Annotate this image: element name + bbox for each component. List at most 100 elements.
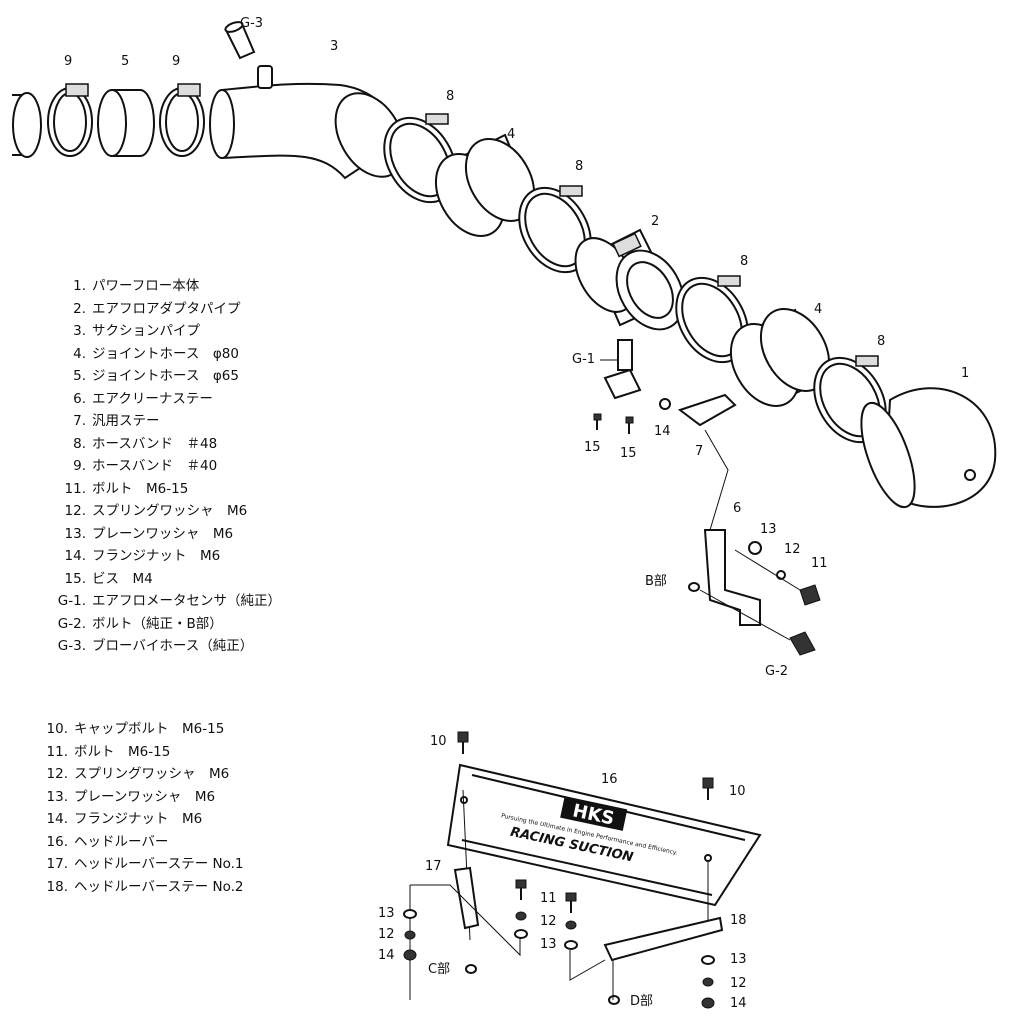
part-name: フランジナット M6 bbox=[92, 548, 221, 564]
part-name: ジョイントホース φ65 bbox=[92, 368, 239, 384]
parts-list-item: 11.ボルト M6-15 bbox=[48, 478, 281, 501]
part-name: キャップボルト M6-15 bbox=[74, 721, 225, 737]
parts-list-item: 3. サクションパイプ bbox=[48, 320, 281, 343]
part-name: スプリングワッシャ M6 bbox=[74, 766, 230, 782]
callout: 8 bbox=[575, 159, 583, 174]
part-name: ホースバンド ＃48 bbox=[92, 435, 218, 452]
part-name: プレーンワッシャ M6 bbox=[74, 788, 216, 805]
part-name: ヘッドルーバー bbox=[74, 833, 169, 850]
joint-hose-4-b bbox=[729, 308, 831, 407]
cap-bolts-10 bbox=[457, 731, 714, 941]
part-number: 8. bbox=[73, 435, 86, 452]
airflow-sensor-g1 bbox=[600, 339, 642, 400]
pipe-end-left bbox=[12, 92, 42, 158]
part-number: 2. bbox=[73, 300, 86, 317]
callout: 13 bbox=[540, 937, 557, 952]
joint-hose-5 bbox=[97, 89, 155, 157]
parts-list-item: G-2.ボルト（純正・B部） bbox=[48, 613, 281, 636]
parts-list-item: 13. プレーンワッシャ M6 bbox=[48, 523, 281, 546]
part-number: 4. bbox=[73, 345, 86, 362]
part-number: 17. bbox=[46, 856, 68, 872]
parts-list-item: 18. ヘッドルーバーステー No.2 bbox=[30, 876, 244, 899]
hose-band-8-b bbox=[518, 185, 592, 274]
callouts-upper: 9 5 9 G-3 3 8 4 8 2 8 4 8 1 G-1 15 15 14… bbox=[64, 16, 969, 679]
parts-list-item: 12.スプリングワッシャ M6 bbox=[48, 500, 281, 523]
part-number: 10. bbox=[46, 721, 68, 737]
callout: 4 bbox=[814, 302, 822, 317]
part-name: エアフロアダプタパイプ bbox=[92, 300, 241, 317]
callout: 17 bbox=[425, 859, 442, 874]
callout: 12 bbox=[378, 927, 395, 942]
parts-list-item: 2. エアフロアダプタパイプ bbox=[48, 298, 281, 321]
callout: 13 bbox=[378, 906, 395, 921]
part-name: ブローバイホース（純正） bbox=[92, 638, 254, 654]
part-name: サクションパイプ bbox=[92, 323, 200, 339]
blowby-hose-g3 bbox=[224, 21, 256, 60]
part-name: エアフロメータセンサ（純正） bbox=[92, 593, 281, 609]
parts-list-item: 13. プレーンワッシャ M6 bbox=[30, 786, 243, 809]
part-name: ビス M4 bbox=[92, 570, 153, 587]
part-number: G-2. bbox=[57, 615, 86, 632]
callout: 14 bbox=[654, 424, 671, 439]
part-number: 12. bbox=[64, 503, 86, 519]
part-number: 11. bbox=[46, 743, 68, 760]
parts-list-item: 7.汎用ステー bbox=[48, 410, 281, 433]
part-name: エアクリーナステー bbox=[92, 390, 213, 407]
callout: 8 bbox=[740, 254, 748, 269]
part-number: 18. bbox=[46, 878, 68, 895]
part-number: 3. bbox=[73, 323, 86, 339]
callout: 15 bbox=[620, 446, 637, 461]
part-number: 13. bbox=[46, 788, 68, 805]
part-name: ヘッドルーバーステー No.1 bbox=[74, 856, 244, 872]
callout: C部 bbox=[428, 962, 450, 977]
callout: 2 bbox=[651, 214, 659, 229]
callout: 13 bbox=[760, 522, 777, 537]
louver-stay-17 bbox=[409, 866, 521, 1000]
suction-pipe-3 bbox=[209, 65, 406, 180]
callout: 8 bbox=[446, 89, 454, 104]
part-name: ヘッドルーバーステー No.2 bbox=[74, 878, 244, 895]
power-flow-filter-1 bbox=[860, 387, 997, 509]
callout: 1 bbox=[961, 366, 969, 381]
callout: 14 bbox=[730, 996, 747, 1011]
parts-list-item: 1.パワーフロー本体 bbox=[48, 275, 281, 298]
airflow-adapter-pipe-2 bbox=[574, 228, 685, 331]
louver-stay-18 bbox=[569, 916, 724, 1000]
part-number: G-3. bbox=[57, 638, 86, 654]
washers-and-nuts bbox=[403, 909, 715, 1009]
callout: G-2 bbox=[765, 664, 788, 679]
callout: D部 bbox=[630, 994, 653, 1009]
head-louver-16: HKS Pursuing the Ultimate in Engine Perf… bbox=[446, 763, 762, 907]
parts-list-item: 5.ジョイントホース φ65 bbox=[48, 365, 281, 388]
callout: B部 bbox=[645, 574, 667, 589]
part-number: 11. bbox=[64, 480, 86, 497]
parts-list-item: 9.ホースバンド ＃40 bbox=[48, 455, 281, 478]
parts-list-item: 4.ジョイントホース φ80 bbox=[48, 343, 281, 366]
part-name: プレーンワッシャ M6 bbox=[92, 525, 234, 542]
bolts-11 bbox=[515, 879, 577, 913]
callout: 10 bbox=[729, 784, 746, 799]
part-number: 16. bbox=[46, 833, 68, 850]
parts-list-item: 15. ビス M4 bbox=[48, 568, 281, 591]
callout: 12 bbox=[540, 914, 557, 929]
callout: 6 bbox=[733, 501, 741, 516]
screws-15 bbox=[593, 413, 634, 434]
callout: 3 bbox=[330, 39, 338, 54]
part-number: 14. bbox=[46, 811, 68, 827]
parts-list-item: 16. ヘッドルーバー bbox=[30, 831, 243, 854]
parts-list-item: 14.フランジナット M6 bbox=[48, 545, 281, 568]
part-name: フランジナット M6 bbox=[74, 811, 203, 827]
callout: 12 bbox=[730, 976, 747, 991]
part-name: ボルト M6-15 bbox=[74, 743, 171, 760]
part-name: 汎用ステー bbox=[92, 413, 160, 429]
parts-list-item: 17. ヘッドルーバーステー No.1 bbox=[30, 853, 244, 876]
callout: 12 bbox=[784, 542, 801, 557]
part-number: 15. bbox=[64, 570, 86, 587]
callout: 5 bbox=[121, 54, 129, 69]
part-number: 9. bbox=[73, 458, 86, 474]
part-number: 13. bbox=[64, 525, 86, 542]
callout: G-3 bbox=[240, 16, 263, 31]
